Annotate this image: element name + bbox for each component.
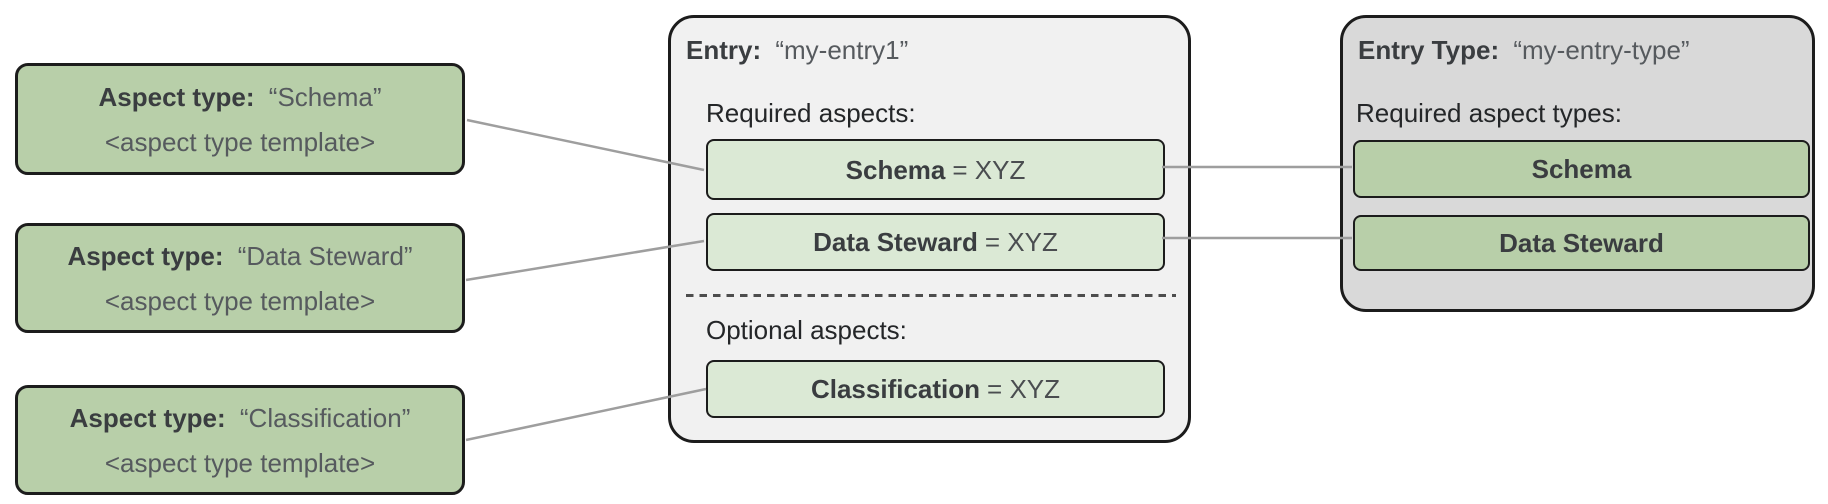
aspect-chip-name: Classification <box>810 374 981 404</box>
aspect-type-chip-name: Schema <box>1531 154 1632 184</box>
aspect-chip-value: = XYZ <box>987 374 1061 404</box>
entry-type-card: Entry Type: “my-entry-type” Required asp… <box>1340 15 1815 312</box>
entry-title-value: “my-entry1” <box>775 35 909 65</box>
entry-card: Entry: “my-entry1” Required aspects: Sch… <box>668 15 1191 443</box>
aspect-type-name: “Schema” <box>268 81 382 112</box>
aspect-type-name: “Classification” <box>239 402 411 433</box>
aspect-type-card-classification: Aspect type: “Classification” <aspect ty… <box>15 385 465 495</box>
aspect-type-title: Aspect type: “Data Steward” <box>67 241 412 271</box>
aspect-type-label: Aspect type: <box>69 402 226 433</box>
aspect-type-label: Aspect type: <box>98 81 255 112</box>
entry-type-title: Entry Type: “my-entry-type” <box>1358 35 1690 65</box>
aspect-chip-value: = XYZ <box>984 227 1058 257</box>
optional-aspects-divider <box>686 294 1176 297</box>
aspect-type-template: <aspect type template> <box>104 126 376 157</box>
aspect-type-chip-name: Data Steward <box>1499 228 1664 258</box>
required-aspects-heading: Required aspects: <box>706 98 916 128</box>
aspect-type-title: Aspect type: “Classification” <box>70 403 411 433</box>
required-aspect-type-chip-schema: Schema <box>1353 140 1810 198</box>
aspect-type-label: Aspect type: <box>67 240 224 271</box>
aspect-type-template: <aspect type template> <box>104 285 376 316</box>
aspect-type-card-schema: Aspect type: “Schema” <aspect type templ… <box>15 63 465 175</box>
entry-type-title-label: Entry Type: <box>1358 35 1500 65</box>
entry-title: Entry: “my-entry1” <box>686 35 908 65</box>
required-aspect-types-heading: Required aspect types: <box>1356 98 1622 128</box>
entry-type-title-value: “my-entry-type” <box>1513 35 1690 65</box>
optional-aspect-chip-classification: Classification = XYZ <box>706 360 1165 418</box>
aspect-type-title: Aspect type: “Schema” <box>99 82 382 112</box>
required-aspect-chip-data-steward: Data Steward = XYZ <box>706 213 1165 271</box>
optional-aspects-heading: Optional aspects: <box>706 315 907 345</box>
aspect-chip-name: Data Steward <box>813 227 978 257</box>
aspect-type-card-data-steward: Aspect type: “Data Steward” <aspect type… <box>15 223 465 333</box>
aspect-chip-value: = XYZ <box>952 154 1026 185</box>
aspect-chip-name: Schema <box>845 154 946 185</box>
required-aspect-chip-schema: Schema = XYZ <box>706 139 1165 200</box>
entry-title-label: Entry: <box>686 35 762 65</box>
required-aspect-type-chip-data-steward: Data Steward <box>1353 215 1810 271</box>
aspect-type-template: <aspect type template> <box>104 447 376 478</box>
aspect-type-name: “Data Steward” <box>237 240 413 271</box>
